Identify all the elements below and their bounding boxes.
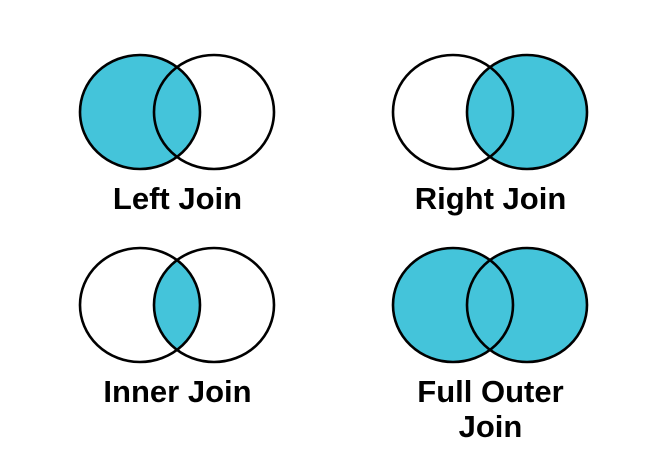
left-circle-outline bbox=[78, 246, 201, 364]
right-join-label: Right Join bbox=[414, 181, 567, 216]
intersection-fill bbox=[466, 67, 513, 157]
panel-inner-join: Inner Join bbox=[14, 237, 341, 474]
intersection-fill bbox=[153, 260, 200, 350]
inner-join-label: Inner Join bbox=[103, 374, 252, 409]
left-join-label: Left Join bbox=[112, 181, 243, 216]
full-outer-join-label-line-1: Full Outer bbox=[417, 374, 564, 409]
left-circle-outline bbox=[391, 53, 514, 171]
left-join-venn-diagram bbox=[78, 53, 275, 171]
intersection-fill bbox=[153, 67, 200, 157]
right-circle-outline bbox=[152, 53, 275, 171]
intersection-fill bbox=[466, 260, 513, 350]
right-circle-outline bbox=[152, 246, 275, 364]
right-circle-outline bbox=[465, 53, 588, 171]
panel-left-join: Left Join bbox=[14, 0, 341, 237]
full-outer-join-label: Full Outer Join bbox=[417, 374, 563, 444]
inner-join-venn-diagram bbox=[78, 246, 275, 364]
right-circle-outline bbox=[465, 246, 588, 364]
left-circle-outline bbox=[78, 53, 201, 171]
full-outer-join-label-line-2: Join bbox=[458, 409, 523, 445]
panel-full-outer-join: Full Outer Join bbox=[327, 237, 654, 474]
left-circle-outline bbox=[391, 246, 514, 364]
right-join-venn-diagram bbox=[391, 53, 588, 171]
full-outer-join-venn-diagram bbox=[391, 246, 588, 364]
panel-right-join: Right Join bbox=[327, 0, 654, 237]
